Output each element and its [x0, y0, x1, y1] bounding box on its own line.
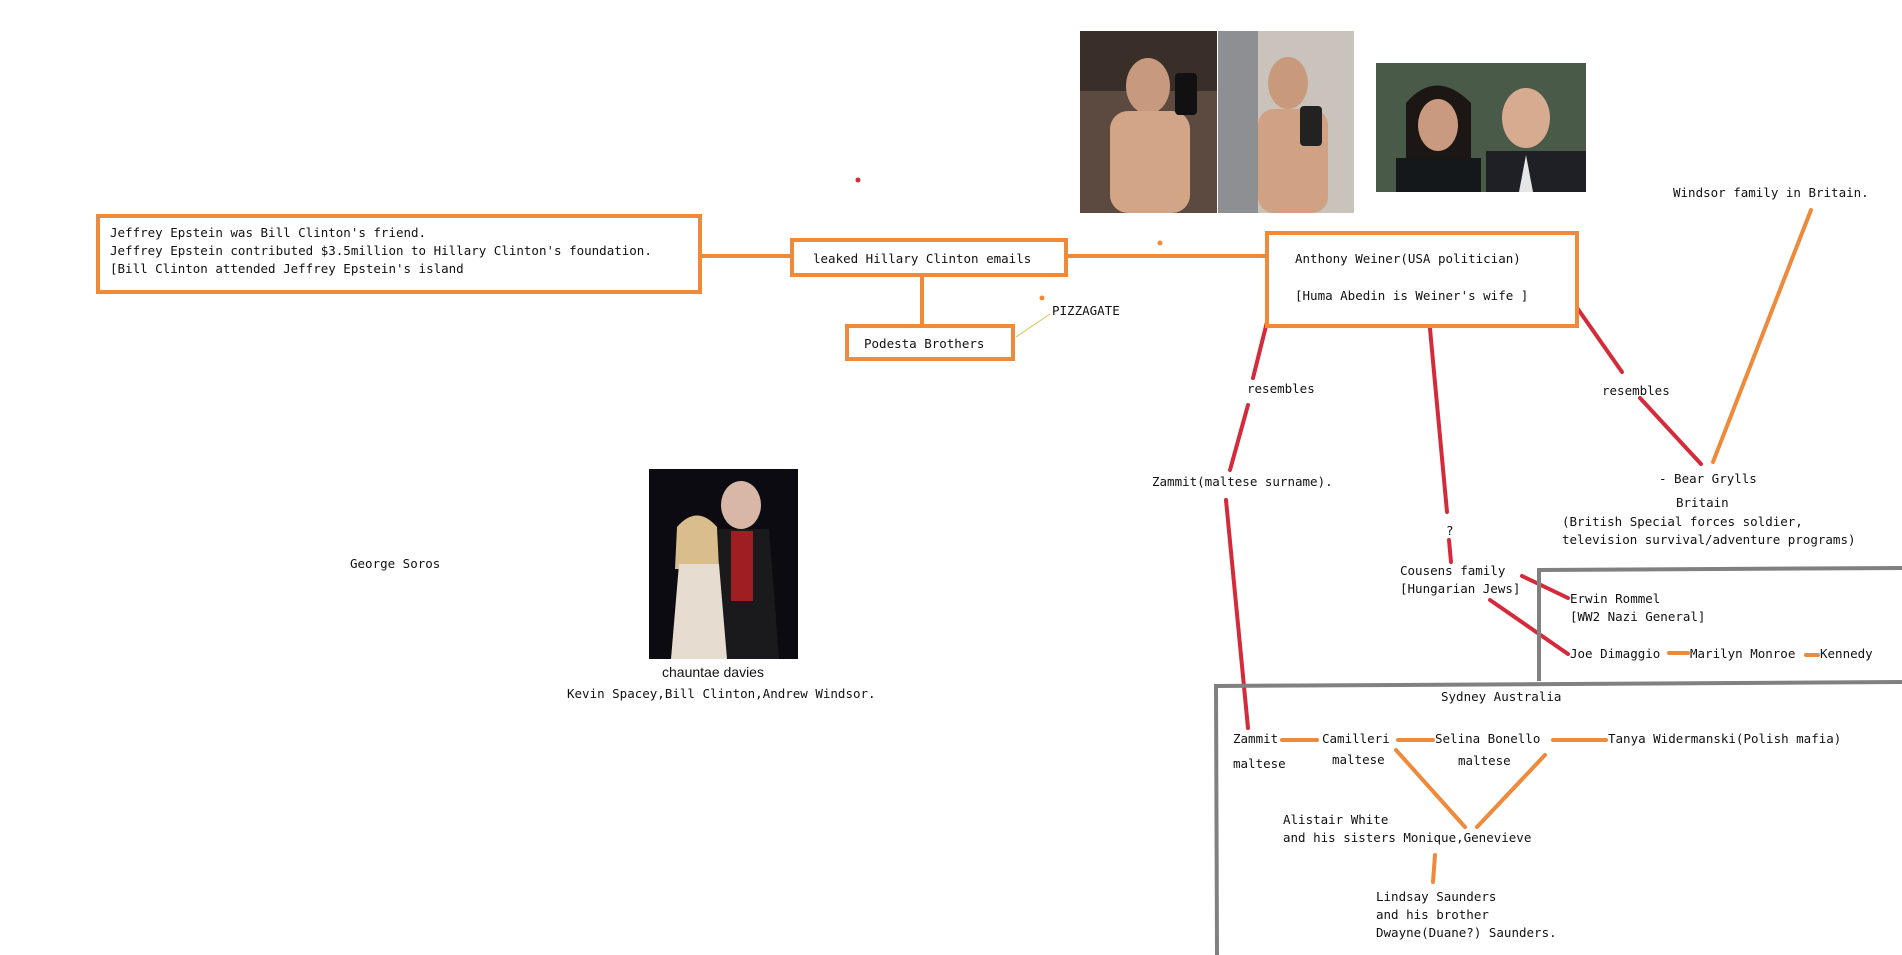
link-alistair-lindsay — [1431, 853, 1437, 884]
monroe-label: Marilyn Monroe — [1690, 646, 1796, 661]
link-windsor-beargrylls — [1711, 208, 1813, 464]
podesta-label: Podesta Brothers — [864, 336, 985, 351]
bear-desc-line-1: (British Special forces soldier, — [1562, 514, 1803, 529]
pizzagate-label: PIZZAGATE — [1052, 303, 1120, 318]
zammit-maltese-label: maltese — [1233, 756, 1286, 771]
bonello-maltese-label: maltese — [1458, 753, 1511, 768]
link-podesta-pizzagate — [1015, 313, 1051, 338]
dimaggio-label: Joe Dimaggio — [1570, 646, 1661, 661]
party-photo — [649, 469, 798, 659]
podesta-box: Podesta Brothers — [845, 324, 1015, 361]
weiner-box: Anthony Weiner(USA politician) [Huma Abe… — [1265, 231, 1579, 328]
zammit-surname-label: Zammit(maltese surname). — [1152, 474, 1333, 489]
weiner-line-1: Anthony Weiner(USA politician) — [1295, 251, 1521, 266]
epstein-box: Jeffrey Epstein was Bill Clinton's frien… — [96, 214, 702, 294]
kennedy-label: Kennedy — [1820, 646, 1873, 661]
epstein-line-1: Jeffrey Epstein was Bill Clinton's frien… — [110, 225, 427, 240]
shirtless-selfie-photo-right — [1218, 31, 1354, 213]
link-bonello-alistair — [1475, 753, 1547, 829]
sydney-label: Sydney Australia — [1441, 689, 1562, 704]
lindsay-line-3: Dwayne(Duane?) Saunders. — [1376, 925, 1557, 940]
resembles-left-label: resembles — [1247, 381, 1315, 396]
sydney-region-border — [1213, 680, 1902, 955]
rommel-line-1: Erwin Rommel — [1570, 591, 1661, 606]
george-soros-label: George Soros — [350, 556, 441, 571]
leaked-emails-label: leaked Hillary Clinton emails — [813, 251, 1032, 266]
epstein-line-2: Jeffrey Epstein contributed $3.5million … — [110, 243, 652, 258]
link-cousens-dimaggio — [1488, 598, 1570, 656]
alistair-line-1: Alistair White — [1283, 812, 1389, 827]
shirtless-selfie-photo-left — [1080, 31, 1217, 213]
bear-grylls-label: - Bear Grylls — [1659, 471, 1757, 486]
resembles-right-label: resembles — [1602, 383, 1670, 398]
cousens-line-1: Cousens family — [1400, 563, 1506, 578]
question-label: ? — [1446, 523, 1454, 538]
cousens-line-2: [Hungarian Jews] — [1400, 581, 1521, 596]
britain-label: Britain — [1676, 495, 1729, 510]
chauntae-caption: chauntae davies — [662, 664, 764, 680]
lindsay-line-1: Lindsay Saunders — [1376, 889, 1497, 904]
leaked-emails-box: leaked Hillary Clinton emails — [790, 238, 1068, 277]
camilleri-label: Camilleri — [1322, 731, 1390, 746]
camilleri-maltese-label: maltese — [1332, 752, 1385, 767]
photo-caption: Kevin Spacey,Bill Clinton,Andrew Windsor… — [567, 686, 876, 701]
couple-photo — [1376, 63, 1586, 192]
windsor-label: Windsor family in Britain. — [1673, 185, 1869, 200]
alistair-line-2: and his sisters Monique,Genevieve — [1283, 830, 1532, 845]
bear-desc-line-2: television survival/adventure programs) — [1562, 532, 1856, 547]
epstein-line-3: [Bill Clinton attended Jeffrey Epstein's… — [110, 261, 464, 276]
weiner-line-2: [Huma Abedin is Weiner's wife ] — [1295, 288, 1529, 303]
tanya-label: Tanya Widermanski(Polish mafia) — [1608, 731, 1842, 746]
bonello-label: Selina Bonello — [1435, 731, 1541, 746]
link-zammit-surname-zammit — [1224, 498, 1250, 730]
link-camilleri-alistair — [1394, 748, 1467, 829]
link-weiner-question — [1427, 316, 1449, 514]
rommel-region-border — [1537, 566, 1902, 681]
zammit-label: Zammit — [1233, 731, 1279, 746]
link-cousens-rommel — [1520, 574, 1570, 600]
link-resembles-zammit-surname — [1228, 403, 1250, 472]
link-resembles-beargrylls — [1638, 396, 1703, 466]
lindsay-line-2: and his brother — [1376, 907, 1489, 922]
rommel-line-2: [WW2 Nazi General] — [1570, 609, 1706, 624]
link-question-cousens — [1447, 538, 1453, 564]
